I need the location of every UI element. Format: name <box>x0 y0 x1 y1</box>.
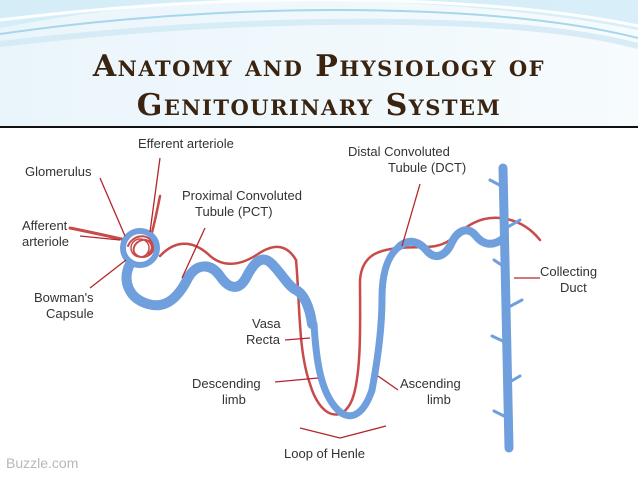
label-afferent-arteriole-line-2: arteriole <box>22 234 69 249</box>
label-dct-line-2: Tubule (DCT) <box>388 160 467 175</box>
title-background <box>0 0 638 128</box>
source-credit: Buzzle.com <box>6 455 79 471</box>
bowmans-capsule <box>120 228 160 268</box>
ascending-limb <box>368 242 404 394</box>
label-bowmans-capsule-line-1: Bowman's <box>34 290 94 305</box>
distal-convoluted-tubule <box>396 226 508 261</box>
title-line-2: Genitourinary System <box>136 88 502 123</box>
label-vasa-recta-line-2: Recta <box>246 332 280 347</box>
label-afferent-arteriole-line-1: Afferent <box>22 218 68 233</box>
nephron-tubule <box>120 163 524 453</box>
peritubular-capillary <box>158 242 298 265</box>
label-pct-line-1: Proximal Convoluted <box>182 188 302 203</box>
label-ascending-limb-line-1: Ascending <box>400 376 461 391</box>
label-dct-line-1: Distal Convoluted <box>348 144 450 159</box>
blood-vessels <box>68 194 542 416</box>
descending-limb <box>310 320 376 420</box>
label-descending-limb-line-2: limb <box>222 392 246 407</box>
label-loop-of-henle: Loop of Henle <box>284 446 365 461</box>
label-ascending-limb-line-2: limb <box>427 392 451 407</box>
vasa-recta-vessel <box>294 216 542 416</box>
nephron-diagram: Efferent arteriole Glomerulus Distal Con… <box>0 128 638 479</box>
nephron-illustration <box>68 157 542 453</box>
label-glomerulus: Glomerulus <box>25 164 92 179</box>
label-descending-limb-line-1: Descending <box>192 376 261 391</box>
collecting-duct-branches <box>488 178 524 420</box>
label-efferent-arteriole: Efferent arteriole <box>138 136 234 151</box>
leader-lines <box>79 157 540 439</box>
label-collecting-duct-line-1: Collecting <box>540 264 598 279</box>
title-line-1: Anatomy and Physiology of <box>92 49 546 84</box>
glomerulus-capillaries <box>127 235 155 258</box>
label-collecting-duct-line-2: Duct <box>560 280 587 295</box>
label-vasa-recta-line-1: Vasa <box>252 316 281 331</box>
proximal-convoluted-tubule <box>121 254 317 329</box>
label-bowmans-capsule-line-2: Capsule <box>46 306 94 321</box>
afferent-arteriole-vessel <box>68 226 128 242</box>
label-pct-line-2: Tubule (PCT) <box>195 204 273 219</box>
